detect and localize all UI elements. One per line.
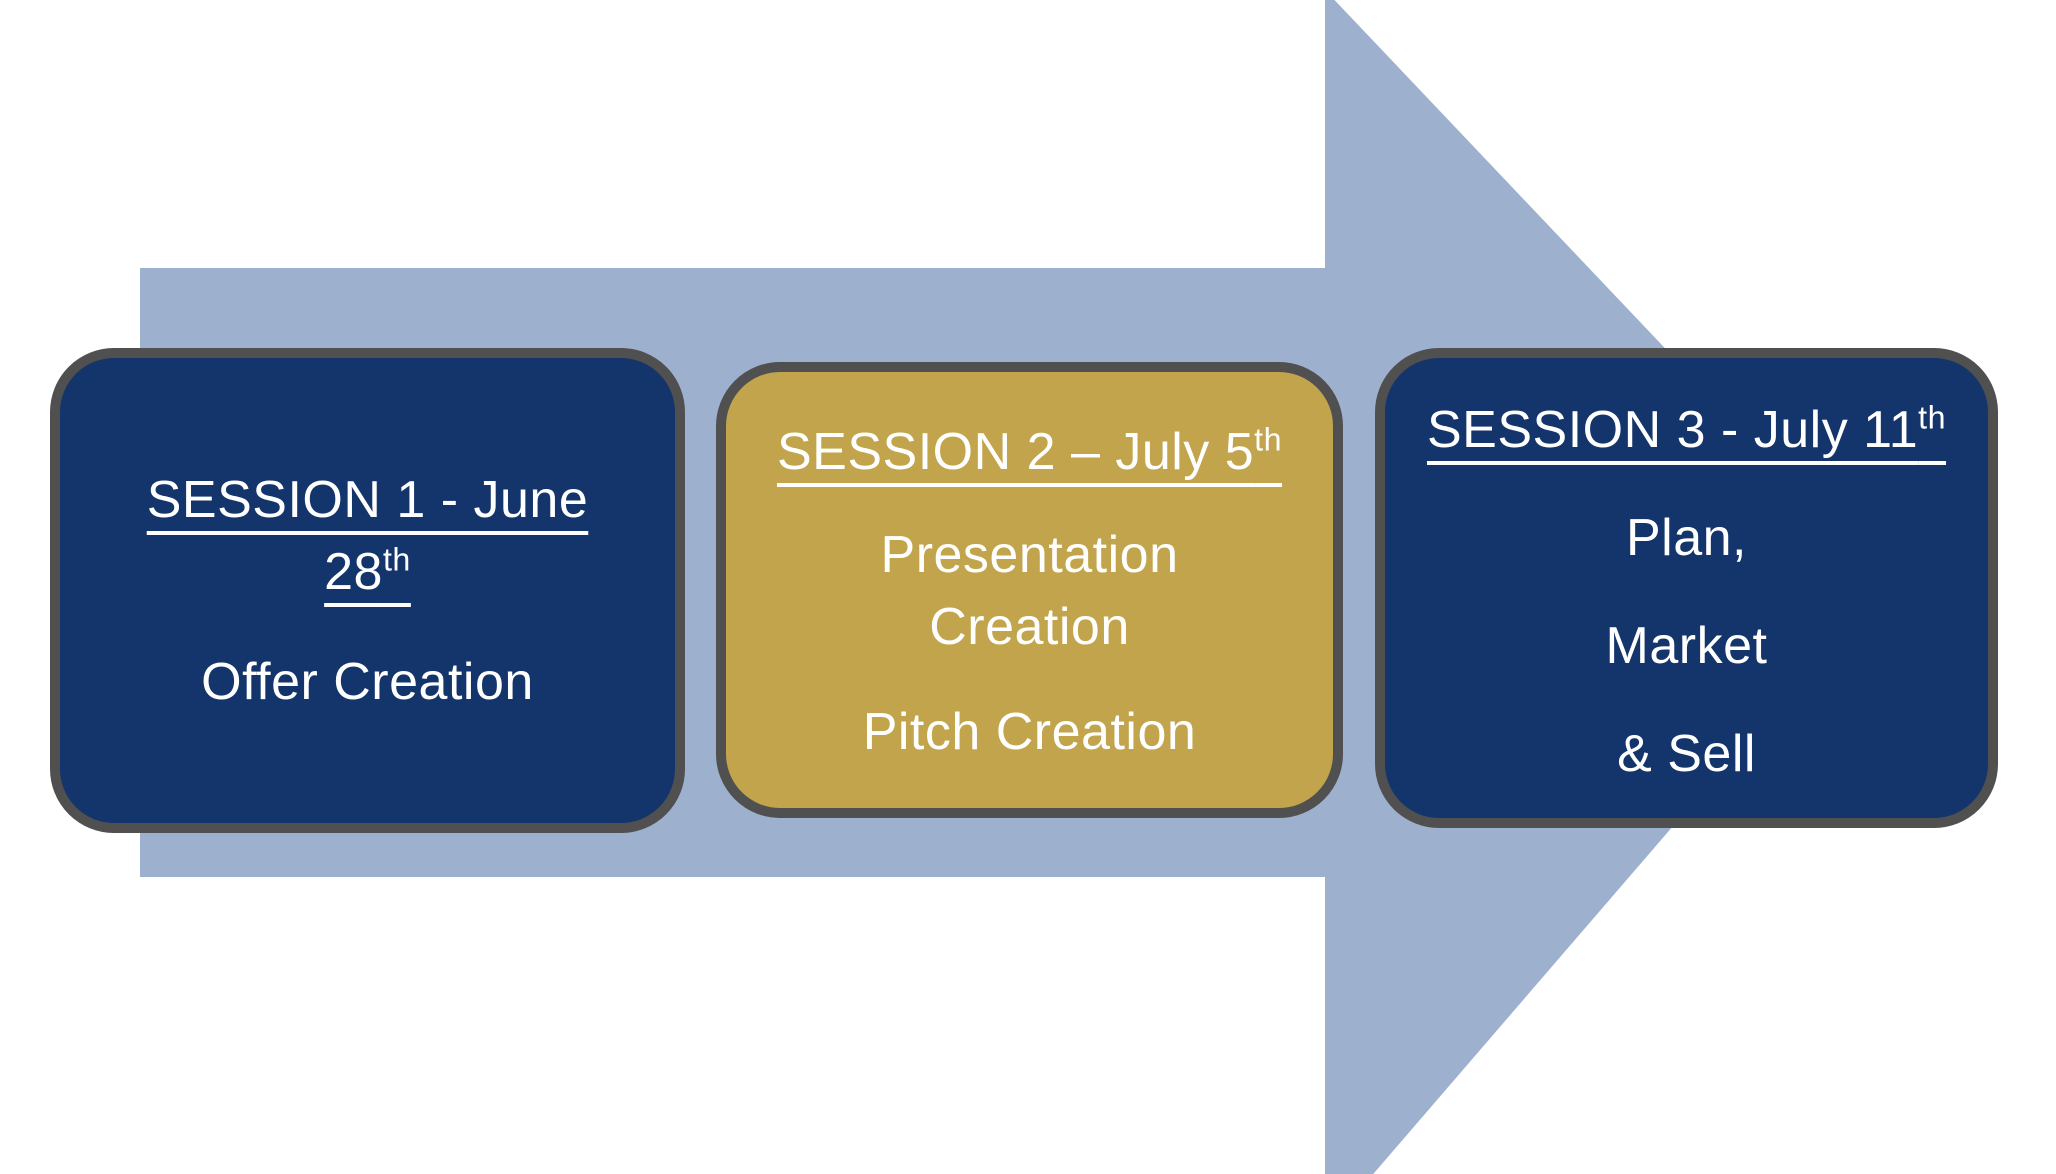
session-3-body-line-3: & Sell <box>1617 725 1756 783</box>
session-2-body-line-3: Pitch Creation <box>862 703 1197 761</box>
session-1-title-line-2: 28th <box>60 536 675 608</box>
session-1-body: Offer Creation <box>60 646 675 718</box>
session-1-title-text: SESSION 1 - June <box>146 471 589 529</box>
session-2-title-line-1: SESSION 2 – July 5th <box>726 416 1333 488</box>
session-1-card: SESSION 1 - June 28th Offer Creation <box>50 348 685 833</box>
session-1-body-line: Offer Creation <box>201 653 534 711</box>
session-3-ordinal-suffix: th <box>1918 399 1947 436</box>
session-3-title-line-1: SESSION 3 - July 11th <box>1385 394 1988 466</box>
session-1-ordinal-suffix: th <box>382 541 411 578</box>
session-3-title: SESSION 3 - July 11th <box>1385 394 1988 466</box>
session-3-title-text: SESSION 3 - July 11 <box>1426 401 1919 459</box>
session-1-date-text: 28 <box>324 543 383 601</box>
session-1-title: SESSION 1 - June 28th <box>60 464 675 608</box>
session-3-body-1: Plan, <box>1385 502 1988 574</box>
session-2-ordinal-suffix: th <box>1254 421 1283 458</box>
session-2-body-line-2: Creation <box>929 598 1130 656</box>
session-3-card: SESSION 3 - July 11th Plan, Market & Sel… <box>1375 348 1998 828</box>
session-2-body-2: Pitch Creation <box>726 696 1333 768</box>
session-3-body-3: & Sell <box>1385 718 1988 790</box>
session-3-body-line-1: Plan, <box>1625 509 1748 567</box>
session-2-title: SESSION 2 – July 5th <box>726 416 1333 488</box>
session-2-body-line-1: Presentation <box>880 526 1179 584</box>
session-2-title-text: SESSION 2 – July 5 <box>776 423 1255 481</box>
session-3-body-2: Market <box>1385 610 1988 682</box>
session-3-body-line-2: Market <box>1605 617 1768 675</box>
session-1-title-line-1: SESSION 1 - June <box>60 464 675 536</box>
